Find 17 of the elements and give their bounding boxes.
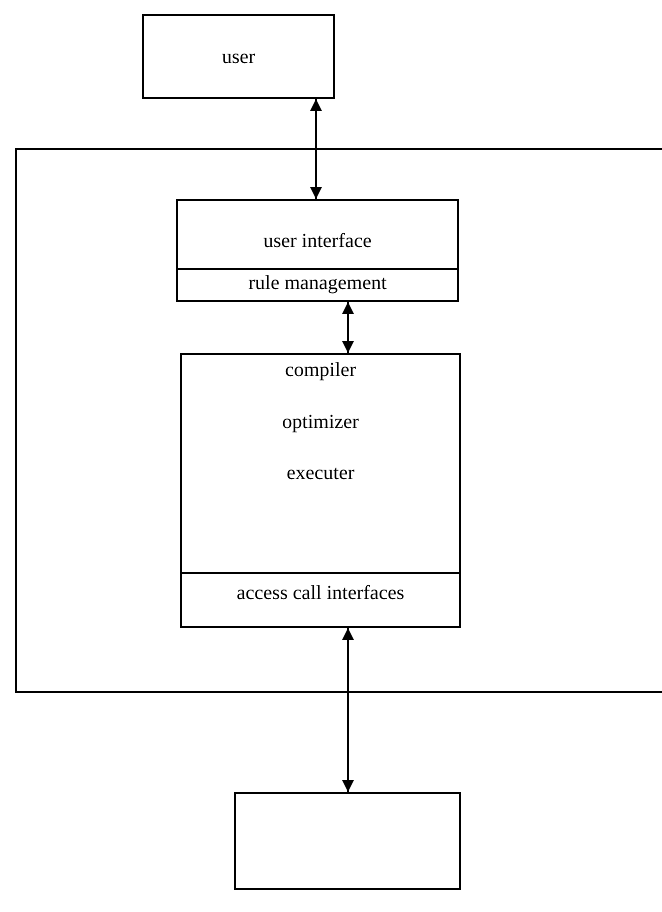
node-label: user [220, 46, 256, 69]
node-label: rule management [247, 272, 388, 295]
node-label: user interface [262, 230, 373, 253]
node-label: access call interfaces [236, 582, 406, 605]
double-arrow [342, 302, 354, 353]
system-frame [15, 148, 662, 693]
node-label: executer [286, 462, 356, 485]
node-label: compiler [284, 359, 358, 382]
double-arrow [310, 99, 322, 199]
engine-box [180, 353, 461, 574]
double-arrow [342, 628, 354, 792]
interface-box [176, 199, 459, 270]
engine-box [180, 572, 461, 628]
node-label: optimizer [281, 411, 360, 434]
user-box [142, 14, 335, 99]
database-box [234, 792, 461, 890]
interface-box [176, 268, 459, 302]
